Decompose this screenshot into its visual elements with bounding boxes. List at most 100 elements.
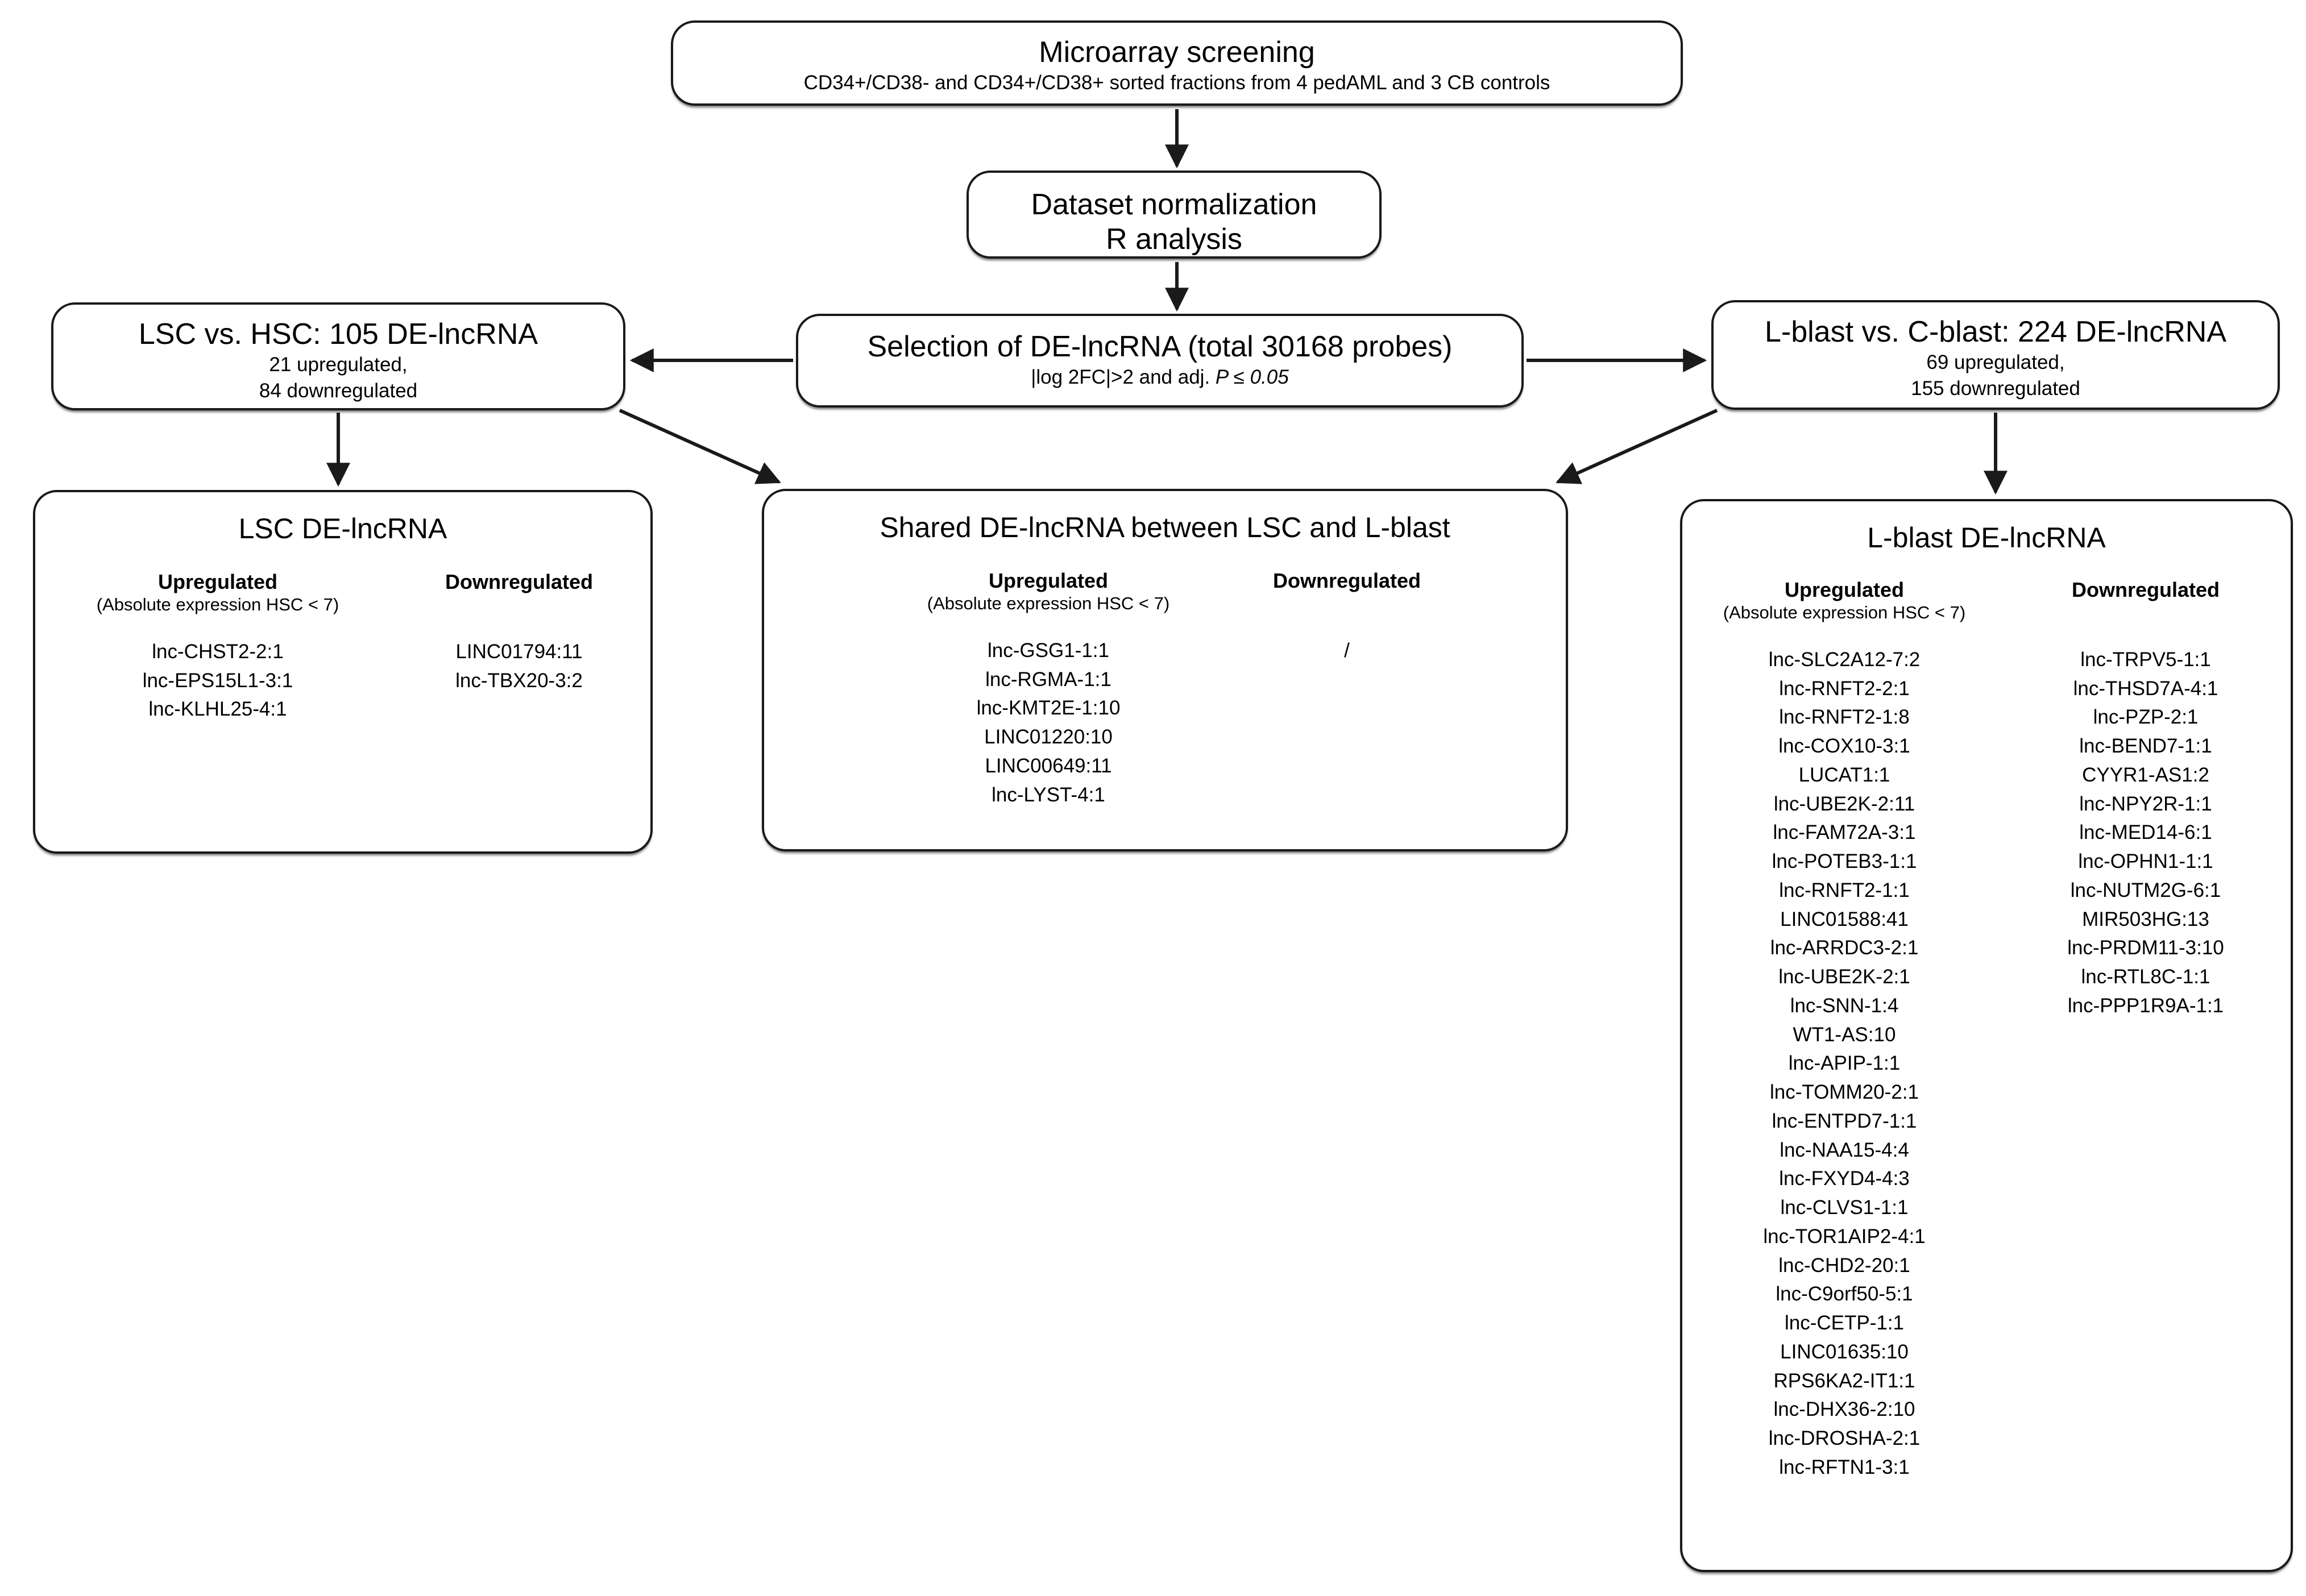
gene-item: lnc-CLVS1-1:1 [1780, 1196, 1909, 1219]
gene-item: lnc-RNFT2-2:1 [1779, 677, 1910, 700]
gene-item: lnc-BEND7-1:1 [2079, 735, 2212, 758]
gene-item: lnc-COX10-3:1 [1778, 735, 1910, 758]
shared-upregulated-note: (Absolute expression HSC < 7) [927, 593, 1170, 614]
gene-item: lnc-UBE2K-2:1 [1778, 966, 1910, 988]
gene-item: lnc-DHX36-2:10 [1773, 1398, 1915, 1421]
gene-item: lnc-CETP-1:1 [1784, 1312, 1905, 1335]
node-selection-de-lncrna: Selection of DE-lncRNA (total 30168 prob… [796, 314, 1524, 408]
shared-upregulated-column: Upregulated (Absolute expression HSC < 7… [821, 568, 1185, 809]
lblast-upregulated-column: Upregulated (Absolute expression HSC < 7… [1685, 577, 2004, 1482]
lsc-upregulated-list: lnc-CHST2-2:1 lnc-EPS15L1-3:1 lnc-KLHL25-4… [42, 638, 394, 724]
gene-item: CYYR1-AS1:2 [2082, 763, 2209, 786]
gene-item: lnc-KLHL25-4:1 [148, 698, 287, 721]
normalization-line1: Dataset normalization [1031, 188, 1317, 221]
gene-item: LUCAT1:1 [1798, 763, 1890, 786]
microarray-subtitle: CD34+/CD38- and CD34+/CD38+ sorted fract… [803, 72, 1550, 94]
lsc-hsc-upregulated-count: 21 upregulated, [269, 354, 408, 376]
gene-item: lnc-ENTPD7-1:1 [1772, 1109, 1917, 1132]
lblast-downregulated-header: Downregulated [2071, 578, 2220, 601]
lblast-downregulated-list: lnc-TRPV5-1:1 lnc-THSD7A-4:1 lnc-PZP-2:1 ln… [2004, 646, 2288, 1021]
gene-item: lnc-NPY2R-1:1 [2079, 792, 2212, 815]
gene-item: LINC00649:11 [985, 754, 1112, 777]
panel-shared-de-lncrna: Shared DE-lncRNA between LSC and L-blast… [762, 489, 1568, 851]
gene-item: lnc-RNFT2-1:1 [1779, 879, 1910, 901]
gene-item: lnc-RFTN1-3:1 [1779, 1456, 1910, 1478]
lsc-upregulated-column: Upregulated (Absolute expression HSC < 7… [42, 570, 394, 724]
lblast-columns: Upregulated (Absolute expression HSC < 7… [1682, 577, 2291, 1482]
selection-criteria-pvalue: P ≤ 0.05 [1215, 366, 1289, 389]
selection-criteria: |log 2FC|>2 and adj. P ≤ 0.05 [798, 364, 1521, 390]
shared-columns: Upregulated (Absolute expression HSC < 7… [764, 568, 1566, 809]
gene-item: lnc-ARRDC3-2:1 [1770, 937, 1919, 959]
gene-item: lnc-SLC2A12-7:2 [1768, 648, 1921, 671]
lsc-panel-title: LSC DE-lncRNA [238, 513, 447, 545]
gene-item: lnc-NAA15-4:4 [1780, 1138, 1909, 1161]
gene-item: lnc-EPS15L1-3:1 [142, 669, 293, 692]
lblast-upregulated-header: Upregulated [1784, 578, 1905, 601]
lblast-panel-title: L-blast DE-lncRNA [1867, 522, 2106, 554]
gene-item: lnc-UBE2K-2:11 [1773, 792, 1915, 815]
normalization-line2: R analysis [1106, 223, 1242, 256]
gene-item: lnc-APIP-1:1 [1788, 1052, 1901, 1075]
panel-lblast-de-lncrna: L-blast DE-lncRNA Upregulated (Absolute … [1680, 499, 2293, 1572]
shared-downregulated-list: / [1185, 637, 1509, 666]
gene-item: lnc-TRPV5-1:1 [2080, 648, 2211, 671]
gene-item: lnc-PZP-2:1 [2093, 706, 2199, 729]
shared-panel-title: Shared DE-lncRNA between LSC and L-blast [880, 512, 1450, 543]
lsc-hsc-title: LSC vs. HSC: 105 DE-lncRNA [138, 318, 538, 351]
lblast-downregulated-column: Downregulated (Absolute expression HSC <… [2004, 577, 2288, 1482]
lblast-cblast-title: L-blast vs. C-blast: 224 DE-lncRNA [1764, 315, 2227, 348]
gene-item: lnc-RGMA-1:1 [985, 668, 1111, 691]
gene-item: lnc-POTEB3-1:1 [1772, 850, 1917, 873]
gene-item: LINC01635:10 [1780, 1340, 1909, 1363]
gene-item: MIR503HG:13 [2082, 908, 2209, 930]
gene-item: lnc-PRDM11-3:10 [2067, 937, 2224, 959]
microarray-title: Microarray screening [1039, 36, 1315, 69]
node-lblast-vs-cblast: L-blast vs. C-blast: 224 DE-lncRNA 69 up… [1711, 300, 2280, 410]
lblast-cblast-upregulated-count: 69 upregulated, [1926, 351, 2065, 374]
gene-item: lnc-CHD2-20:1 [1778, 1254, 1910, 1277]
gene-item: lnc-FXYD4-4:3 [1779, 1167, 1910, 1190]
selection-title: Selection of DE-lncRNA (total 30168 prob… [867, 330, 1453, 363]
gene-item: lnc-SNN-1:4 [1790, 994, 1899, 1017]
gene-item: lnc-DROSHA-2:1 [1768, 1427, 1921, 1450]
gene-item: WT1-AS:10 [1793, 1023, 1896, 1046]
node-lsc-vs-hsc: LSC vs. HSC: 105 DE-lncRNA 21 upregulate… [51, 302, 625, 410]
lsc-hsc-downregulated-count: 84 downregulated [259, 379, 418, 402]
shared-upregulated-header: Upregulated [988, 569, 1109, 592]
arrow-lsc-hsc-to-shared-panel [619, 409, 781, 484]
lblast-upregulated-list: lnc-SLC2A12-7:2 lnc-RNFT2-2:1 lnc-RNFT2-1:… [1685, 646, 2004, 1482]
lsc-downregulated-header: Downregulated [445, 570, 593, 593]
shared-downregulated-header: Downregulated [1272, 569, 1421, 592]
lblast-cblast-downregulated-count: 155 downregulated [1911, 377, 2080, 400]
gene-item: RPS6KA2-IT1:1 [1773, 1369, 1915, 1392]
gene-item: lnc-NUTM2G-6:1 [2070, 879, 2221, 901]
arrow-lblast-cblast-to-shared-panel [1556, 409, 1718, 484]
gene-item: lnc-RNFT2-1:8 [1779, 706, 1910, 729]
gene-item: lnc-THSD7A-4:1 [2073, 677, 2218, 700]
gene-item: / [1344, 639, 1350, 662]
lsc-upregulated-header: Upregulated [157, 570, 278, 593]
gene-item: lnc-CHST2-2:1 [152, 640, 284, 663]
gene-item: lnc-GSG1-1:1 [988, 639, 1109, 662]
gene-item: LINC01588:41 [1780, 908, 1909, 930]
gene-item: lnc-TOMM20-2:1 [1770, 1081, 1919, 1104]
lsc-downregulated-column: Downregulated (Absolute expression HSC <… [394, 570, 644, 724]
gene-item: LINC01794:11 [455, 640, 583, 663]
lsc-columns: Upregulated (Absolute expression HSC < 7… [35, 570, 650, 724]
gene-item: lnc-LYST-4:1 [992, 783, 1105, 806]
node-microarray-screening: Microarray screening CD34+/CD38- and CD3… [671, 20, 1683, 106]
gene-item: lnc-TOR1AIP2-4:1 [1763, 1225, 1926, 1248]
gene-item: lnc-MED14-6:1 [2079, 821, 2212, 844]
lsc-upregulated-note: (Absolute expression HSC < 7) [96, 595, 339, 615]
node-dataset-normalization: Dataset normalization R analysis [967, 171, 1382, 259]
gene-item: LINC01220:10 [984, 726, 1113, 749]
gene-item: lnc-FAM72A-3:1 [1773, 821, 1916, 844]
gene-item: lnc-PPP1R9A-1:1 [2067, 994, 2224, 1017]
gene-item: lnc-KMT2E-1:10 [976, 697, 1121, 720]
selection-criteria-prefix: |log 2FC|>2 and adj. [1031, 366, 1216, 389]
gene-item: lnc-RTL8C-1:1 [2081, 966, 2210, 988]
